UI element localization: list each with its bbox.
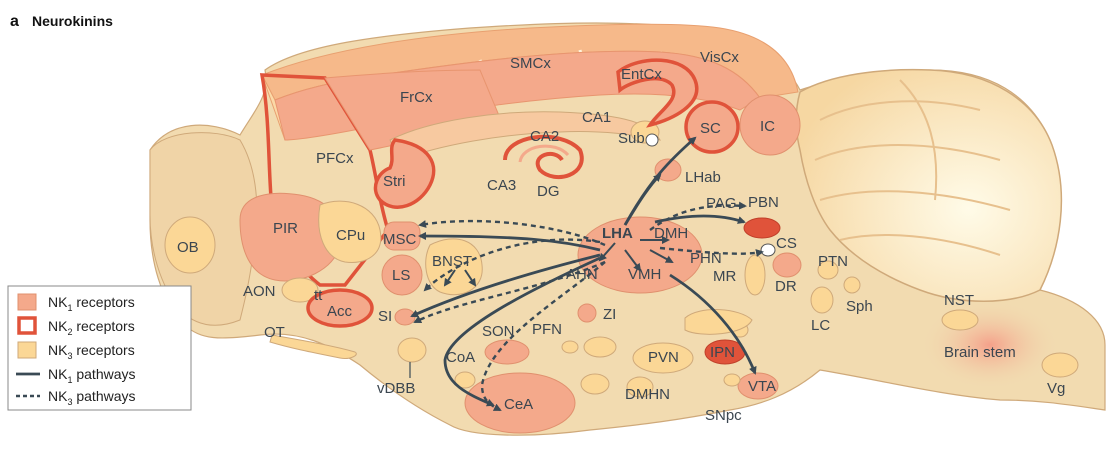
label-vmh: VMH [628,266,661,283]
label-cpu: CPu [336,227,365,244]
pag-region [744,218,780,238]
label-vg: Vg [1047,380,1065,397]
label-pag: PAG [706,195,737,212]
panel-letter: a [10,13,19,30]
label-si: SI [378,308,392,325]
legend: NK1 receptors NK2 receptors NK3 receptor… [8,286,191,410]
label-ot: OT [264,324,285,341]
si-region [395,309,415,325]
label-lha: LHA [602,225,633,242]
label-pvn: PVN [648,349,679,366]
label-ahn: AHN [566,266,598,283]
label-entcx: EntCx [621,66,662,83]
panel-title: Neurokinins [32,13,113,29]
label-aon: AON [243,283,276,300]
label-pbn: PBN [748,194,779,211]
label-mr: MR [713,268,736,285]
label-smcx: SMCx [510,55,551,72]
label-coa: CoA [446,349,475,366]
mr-region [745,255,765,295]
label-pir: PIR [273,220,298,237]
label-dg: DG [537,183,560,200]
label-nst: NST [944,292,974,309]
label-lhab: LHab [685,169,721,186]
label-viscx: VisCx [700,49,739,66]
label-ca3: CA3 [487,177,516,194]
label-ic: IC [760,118,775,135]
lc-region [811,287,833,313]
legend-nk2-swatch [19,318,35,333]
vdbb-region [398,338,426,362]
label-ca1: CA1 [582,109,611,126]
zi-region [578,304,596,322]
nst-region [942,310,978,330]
label-ipn: IPN [710,344,735,361]
legend-nk3-swatch [18,342,36,358]
label-pfn: PFN [532,321,562,338]
label-phn: PHN [690,250,722,267]
sph-region [844,277,860,293]
label-frcx: FrCx [400,89,433,106]
label-sc: SC [700,120,721,137]
vg-region [1042,353,1078,377]
label-stri: Stri [383,173,406,190]
label-cea: CeA [504,396,533,413]
label-vdbb: vDBB [377,380,415,397]
label-cs: CS [776,235,797,252]
pvn-ring-a [584,337,616,357]
label-snpc: SNpc [705,407,742,424]
label-dmhn: DMHN [625,386,670,403]
label-son: SON [482,323,515,340]
label-ls: LS [392,267,410,284]
label-zi: ZI [603,306,616,323]
label-sub: Sub [618,130,645,147]
pfn-region [562,341,578,353]
label-bnst: BNST [432,253,472,270]
label-ca2: CA2 [530,128,559,145]
label-vta: VTA [748,378,776,395]
legend-nk1-swatch [18,294,36,310]
pvn-ring-b [581,374,609,394]
label-sph: Sph [846,298,873,315]
snpc-ring [724,374,740,386]
label-lc: LC [811,317,830,334]
label-dmh: DMH [654,225,688,242]
dr-region [773,253,801,277]
label-tt: tt [314,287,323,304]
label-acc: Acc [327,303,353,320]
cs-region [761,244,775,256]
label-msc: MSC [383,231,417,248]
label-ptn: PTN [818,253,848,270]
label-ob: OB [177,239,199,256]
label-dr: DR [775,278,797,295]
label-brain-stem: Brain stem [944,344,1016,361]
label-pfcx: PFCx [316,150,354,167]
